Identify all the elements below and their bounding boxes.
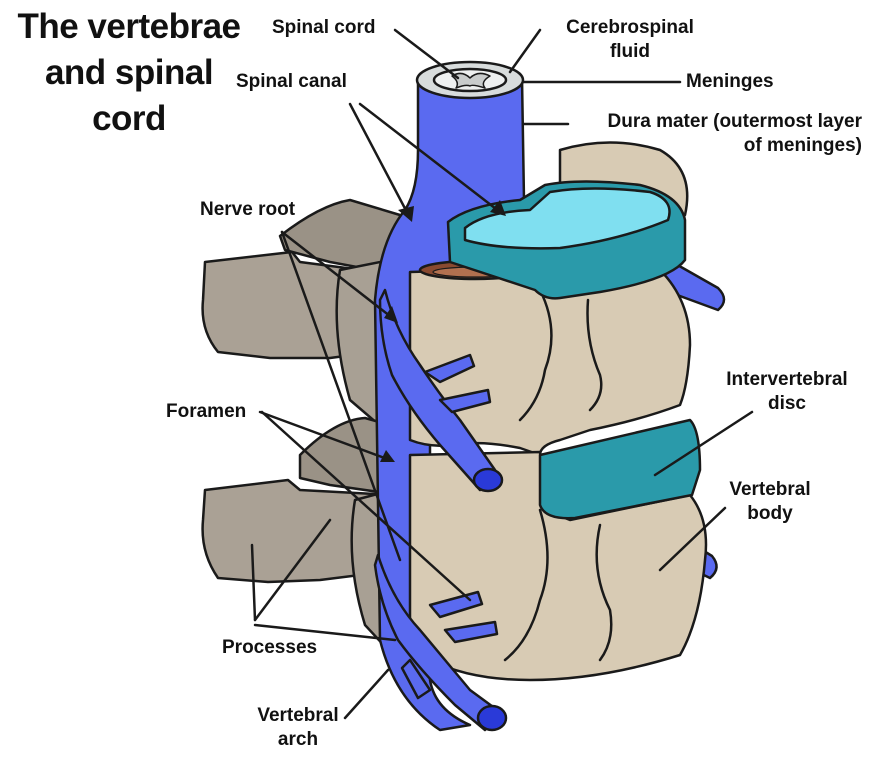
label-processes: Processes (222, 636, 317, 660)
label-intervertebral-disc: Intervertebral disc (712, 368, 862, 416)
label-vertebral-arch-line-1: Vertebral (238, 704, 358, 728)
label-foramen: Foramen (166, 400, 246, 424)
title-line-2: and spinal (4, 50, 254, 96)
upper-nerve-root-end (474, 469, 502, 491)
label-spinal-canal: Spinal canal (236, 70, 347, 94)
label-csf-line-2: fluid (550, 40, 710, 64)
label-cerebrospinal-fluid: Cerebrospinal fluid (550, 16, 710, 64)
label-csf-line-1: Cerebrospinal (550, 16, 710, 40)
label-dura-mater: Dura mater (outermost layer of meninges) (560, 110, 862, 158)
label-nerve-root: Nerve root (200, 198, 295, 222)
title-line-3: cord (4, 96, 254, 142)
title-line-1: The vertebrae (4, 4, 254, 50)
label-vertebral-arch: Vertebral arch (238, 704, 358, 752)
pointer-spinal-canal-1 (350, 104, 410, 218)
label-intervertebral-line-2: disc (712, 392, 862, 416)
label-vertebral-body-line-1: Vertebral (710, 478, 830, 502)
label-dura-line-2: of meninges) (560, 134, 862, 158)
label-vertebral-body: Vertebral body (710, 478, 830, 526)
label-dura-line-1: Dura mater (outermost layer (560, 110, 862, 134)
label-vertebral-arch-line-2: arch (238, 728, 358, 752)
pointer-csf (510, 30, 540, 72)
label-spinal-cord: Spinal cord (272, 16, 375, 40)
lower-nerve-root-end (478, 706, 506, 730)
label-intervertebral-line-1: Intervertebral (712, 368, 862, 392)
label-vertebral-body-line-2: body (710, 502, 830, 526)
diagram-title: The vertebrae and spinal cord (4, 4, 254, 142)
label-meninges: Meninges (686, 70, 774, 94)
